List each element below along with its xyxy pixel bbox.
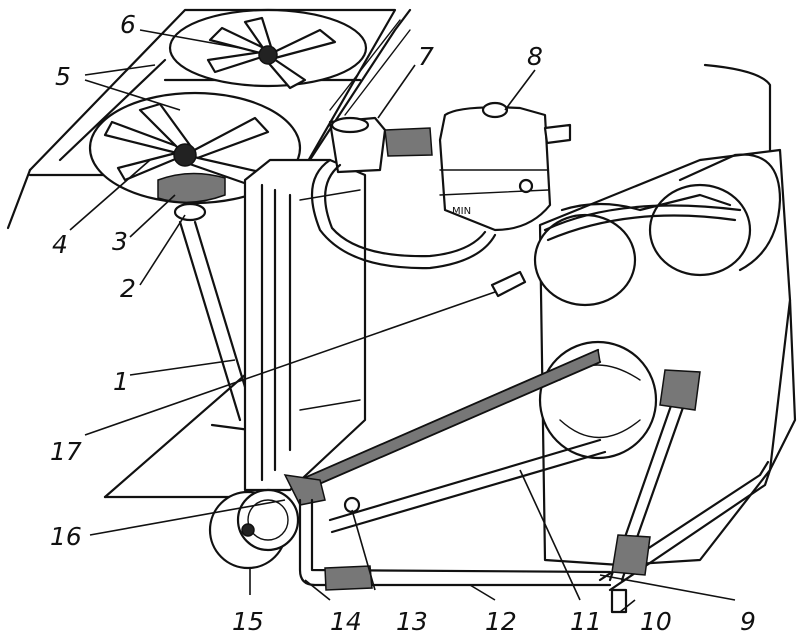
callout-labels: 6 5 7 8 4 3 2 1 17 16 15 14 13 12 11 10 … (50, 10, 756, 636)
pump-outlet-elbow (283, 474, 361, 514)
callout-14: 14 (330, 607, 362, 636)
callout-11: 11 (570, 607, 602, 636)
callout-7: 7 (418, 42, 434, 71)
lower-coolant-pipe (298, 498, 612, 591)
upper-fan (168, 8, 368, 90)
callout-5: 5 (55, 62, 71, 91)
callout-8: 8 (527, 42, 543, 71)
fan-drive-belt (543, 204, 742, 242)
radiator-cap-assembly (328, 116, 433, 174)
expansion-tank: MIN (438, 101, 572, 232)
heater-pipes (598, 369, 772, 592)
callout-4: 4 (52, 230, 68, 259)
callout-1: 1 (113, 367, 129, 396)
callout-15: 15 (232, 607, 264, 636)
callout-9: 9 (740, 607, 756, 636)
drain-tap (610, 588, 628, 614)
water-pump-pulley (208, 488, 300, 570)
tank-min-marking: MIN (452, 206, 471, 217)
overflow-hose (310, 158, 497, 270)
callout-2: 2 (120, 274, 136, 303)
callout-10: 10 (640, 607, 672, 636)
callout-17: 17 (50, 437, 82, 466)
callout-6: 6 (120, 10, 136, 39)
callout-16: 16 (50, 522, 82, 551)
radiator (243, 158, 367, 492)
drive-belts (298, 348, 607, 534)
temperature-sensor (490, 270, 527, 298)
engine-block (533, 63, 797, 567)
floor-plate (103, 373, 247, 499)
leader-lines (69, 29, 736, 613)
callout-12: 12 (485, 607, 517, 636)
callout-13: 13 (396, 607, 428, 636)
callout-3: 3 (112, 227, 128, 256)
